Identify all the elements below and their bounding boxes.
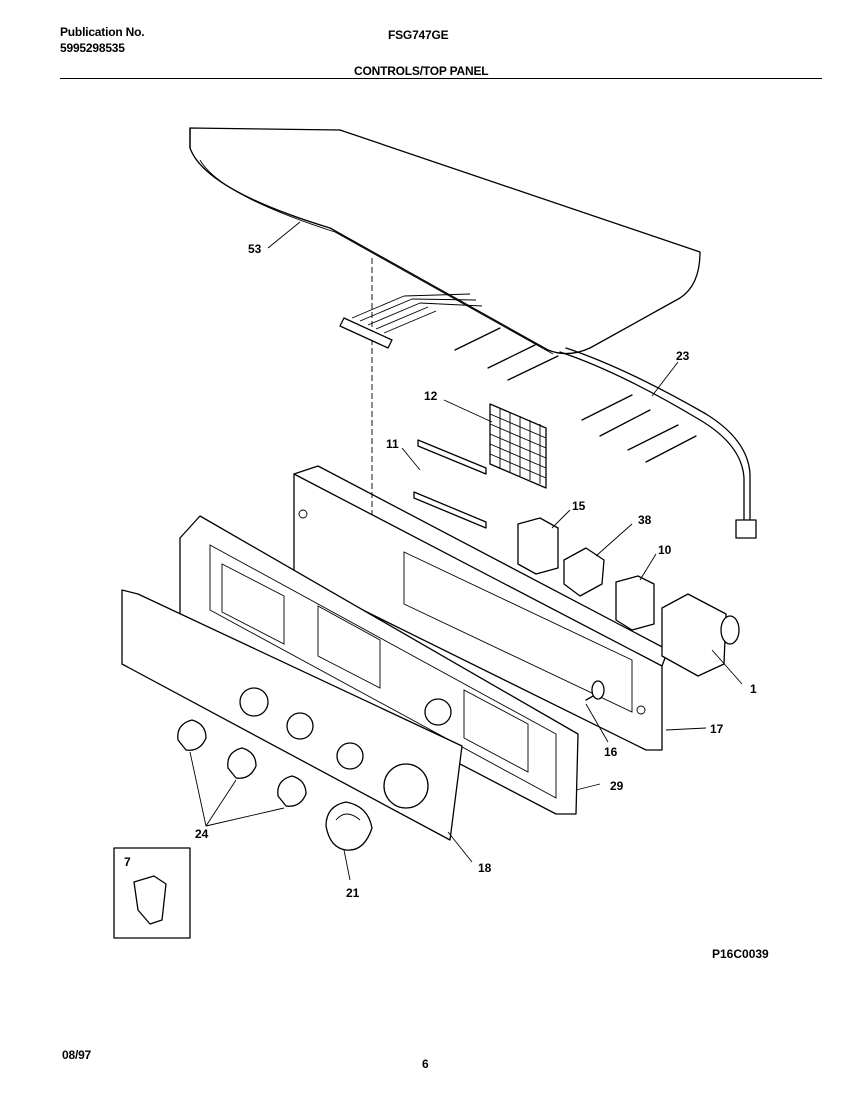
switch-parts	[517, 517, 655, 631]
callout-29: 29	[610, 779, 624, 793]
circuit-board-part	[489, 403, 547, 489]
top-panel-part	[189, 127, 701, 620]
callout-18: 18	[478, 861, 492, 875]
callout-24: 24	[195, 827, 209, 841]
mounting-brackets	[413, 439, 487, 529]
callout-10: 10	[658, 543, 672, 557]
wire-leads	[454, 327, 697, 463]
diagram-code: P16C0039	[712, 947, 769, 961]
callout-17: 17	[710, 722, 724, 736]
callout-23: 23	[676, 349, 690, 363]
callout-16: 16	[604, 745, 618, 759]
wire-harness-connector	[339, 293, 483, 349]
model-number: FSG747GE	[388, 28, 449, 42]
callout-11: 11	[386, 437, 399, 451]
timer-knob	[325, 801, 373, 851]
callout-12: 12	[424, 389, 438, 403]
inset-box	[113, 847, 191, 939]
selector-knobs	[177, 719, 307, 807]
header-rule	[60, 78, 822, 79]
main-wire-harness	[559, 347, 757, 539]
callout-1: 1	[750, 682, 757, 696]
callout-53: 53	[248, 242, 262, 256]
callout-labels: 53 12 11 23 15 38 10 1 17 16 29 24 18 21…	[124, 242, 757, 900]
callout-15: 15	[572, 499, 586, 513]
callout-7: 7	[124, 855, 131, 869]
overlay-panel	[121, 589, 463, 841]
footer-date: 08/97	[62, 1048, 92, 1062]
leader-lines	[189, 221, 743, 881]
callout-21: 21	[346, 886, 360, 900]
page-number: 6	[422, 1057, 429, 1071]
publication-number: 5995298535	[60, 41, 125, 55]
publication-label: Publication No.	[60, 25, 145, 39]
fastener-part	[585, 680, 605, 701]
timer-part	[661, 593, 740, 677]
section-title: CONTROLS/TOP PANEL	[354, 64, 489, 78]
callout-38: 38	[638, 513, 652, 527]
